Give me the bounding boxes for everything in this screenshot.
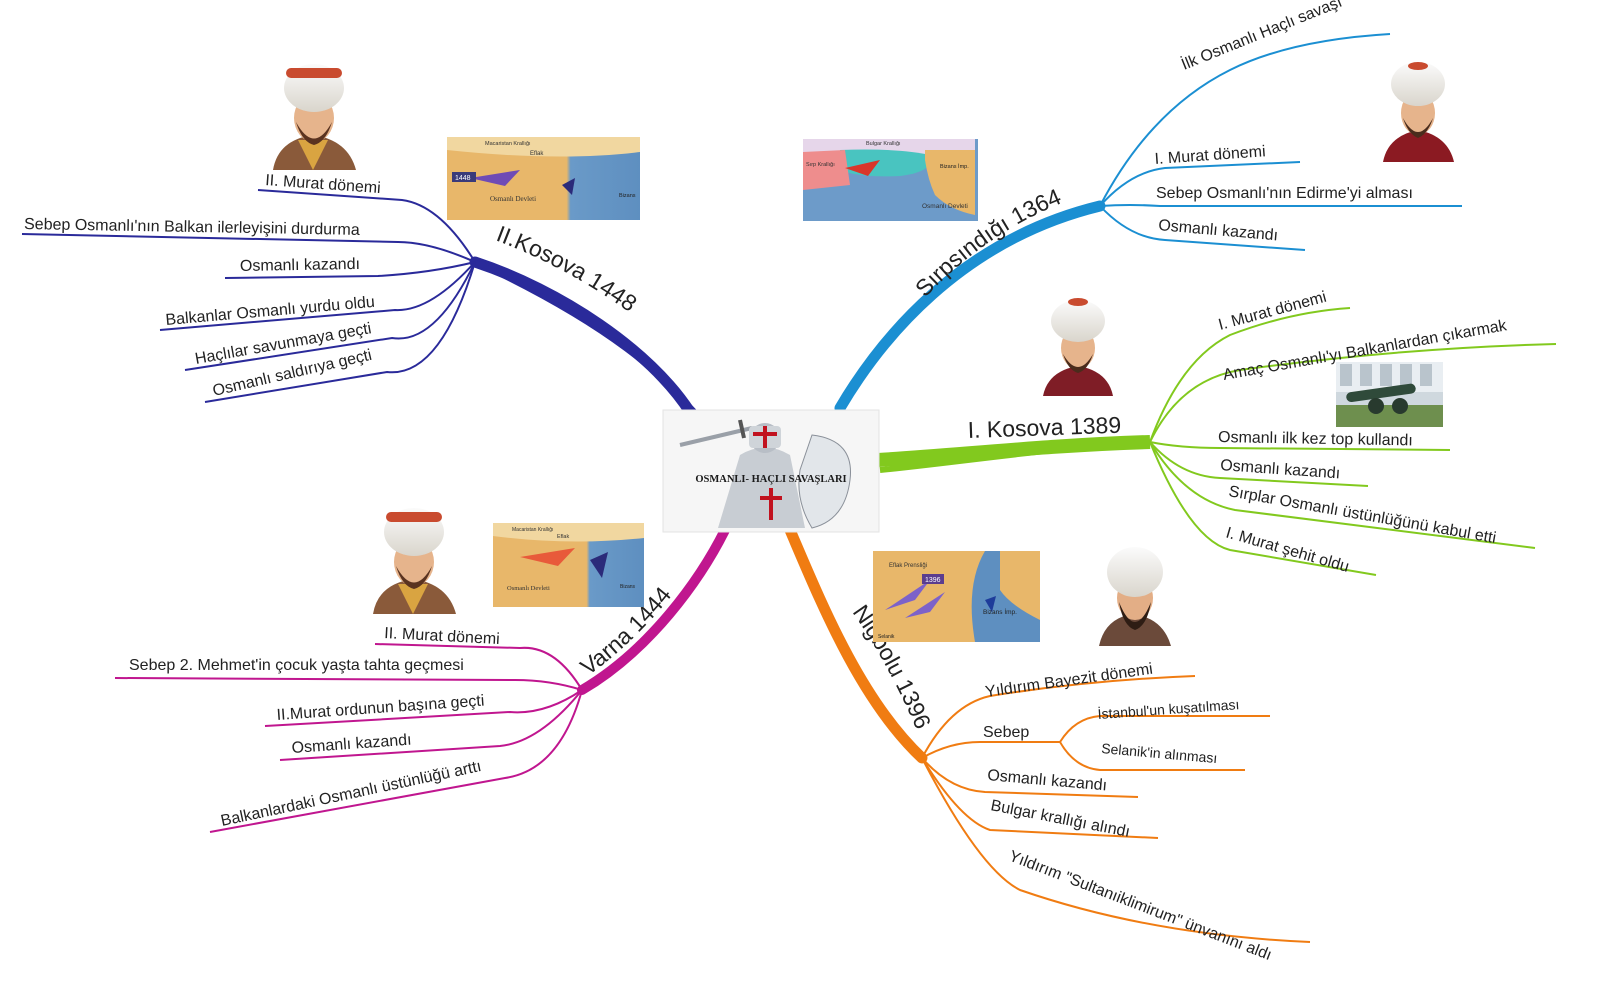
branch-nigbolu: Yıldırım Bayezit dönemi Sebep İstanbul'u… (784, 524, 1311, 964)
map-label: Eflak (530, 151, 544, 157)
kosova1-item: Osmanlı ilk kez top kullandı (1218, 429, 1413, 449)
center-image: OSMANLI- HAÇLI SAVAŞLARI (662, 409, 880, 533)
sultan-portrait-varna (373, 508, 456, 614)
kosova1-title: I. Kosova 1389 (967, 412, 1121, 443)
map-label: Bizans İmp. (983, 607, 1017, 616)
kosova2-item: Balkanlar Osmanlı yurdu oldu (165, 294, 376, 329)
map-kosova2: Macaristan Krallığı Eflak 1448 Osmanlı D… (447, 137, 640, 220)
map-label: Bizans (619, 193, 636, 199)
crusader-knight-icon (679, 419, 852, 529)
nigbolu-item: Yıldırım "Sultanıiklimirum" ünvanını ald… (1007, 848, 1274, 964)
map-nigbolu: Eflak Prensliği 1396 Bizans İmp. Selanik (873, 551, 1040, 642)
kosova1-item: I. Murat şehit oldu (1224, 525, 1351, 576)
nigbolu-sub-item: Selanik'in alınması (1101, 740, 1218, 766)
kosova2-item: II. Murat dönemi (265, 172, 382, 197)
map-label: Osmanlı Devleti (507, 585, 550, 592)
map-label: Macaristan Krallığı (512, 527, 553, 533)
varna-item: Balkanlardaki Osmanlı üstünlüğü arttı (219, 758, 483, 830)
sirpsindigi-item: Sebep Osmanlı'nın Edirme'yi alması (1156, 185, 1413, 202)
map-label: Osmanlı Devleti (490, 195, 536, 203)
map-label: 1448 (455, 175, 471, 182)
branch-kosova-1: I. Murat dönemi Amaç Osmanlı'yı Balkanla… (877, 289, 1557, 576)
map-label: Osmanlı Devleti (922, 203, 968, 210)
map-label: Bizans (620, 584, 636, 590)
map-label: 1396 (925, 577, 941, 584)
varna-item: Sebep 2. Mehmet'in çocuk yaşta tahta geç… (129, 657, 464, 674)
map-sirpsindigi: Bulgar Krallığı Sırp Krallığı Bizans İmp… (803, 139, 978, 221)
nigbolu-item: Bulgar krallığı alındı (989, 797, 1131, 841)
map-label: Eflak Prensliği (889, 563, 927, 569)
center-title: OSMANLI- HAÇLI SAVAŞLARI (695, 474, 846, 485)
map-label: Bizans İmp. (940, 163, 969, 170)
sultan-portrait-kosova1 (1043, 298, 1113, 396)
sultan-portrait-kosova2 (273, 64, 356, 170)
sultan-portrait-sirpsindigi (1383, 62, 1454, 162)
nigbolu-item: Yıldırım Bayezit dönemi (984, 661, 1154, 701)
nigbolu-item: Osmanlı kazandı (987, 767, 1108, 794)
map-label: Selanik (878, 634, 895, 640)
map-varna: Macaristan Krallığı Eflak Osmanlı Devlet… (493, 523, 644, 607)
map-label: Macaristan Krallığı (485, 141, 531, 147)
nigbolu-sub-item: İstanbul'un kuşatılması (1097, 695, 1240, 722)
kosova2-item: Sebep Osmanlı'nın Balkan ilerleyişini du… (24, 216, 360, 239)
cannon-photo (1336, 362, 1443, 427)
map-label: Bulgar Krallığı (866, 141, 901, 147)
sirpsindigi-item: İlk Osmanlı Haçlı savaşı (1178, 0, 1344, 74)
kosova2-item: Osmanlı kazandı (240, 256, 360, 275)
map-label: Eflak (557, 534, 569, 540)
kosova1-item: I. Murat dönemi (1217, 289, 1329, 334)
map-label: Sırp Krallığı (806, 162, 835, 168)
sultan-portrait-nigbolu (1099, 547, 1171, 646)
varna-item: II. Murat dönemi (384, 625, 500, 648)
nigbolu-item: Sebep (983, 724, 1029, 741)
